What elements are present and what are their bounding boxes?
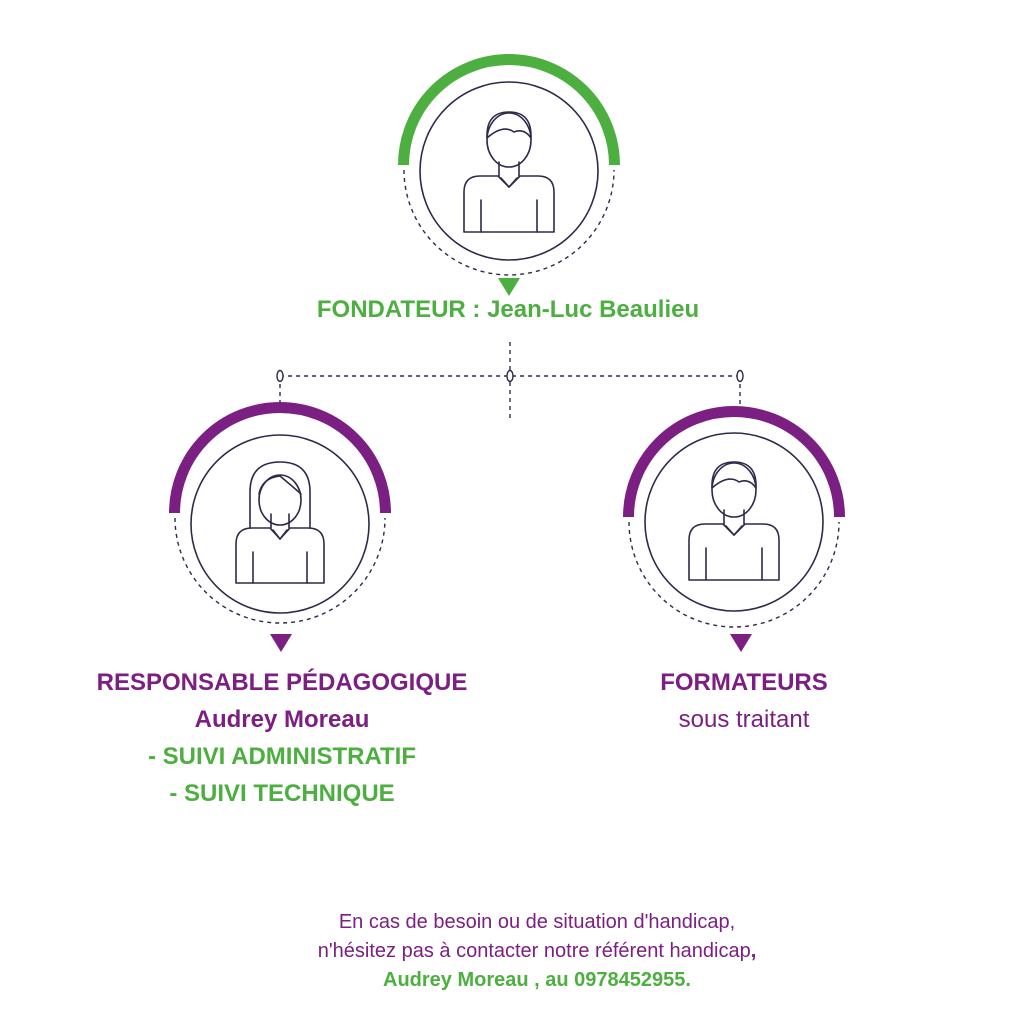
formateurs-node — [623, 406, 845, 652]
connector-lines — [279, 342, 741, 420]
responsable-node — [169, 402, 391, 652]
formateurs-avatar-circle — [644, 432, 824, 612]
founder-node — [398, 54, 620, 296]
founder-title: FONDATEUR : Jean-Luc Beaulieu — [316, 296, 700, 323]
man-avatar-icon — [688, 461, 780, 581]
responsable-avatar-circle — [190, 434, 370, 614]
footer-note: En cas de besoin ou de situation d'handi… — [318, 908, 757, 995]
founder-dashed-arc — [403, 169, 615, 276]
responsable-label-block: RESPONSABLE PÉDAGOGIQUE Audrey Moreau - … — [97, 664, 468, 812]
man-avatar-icon — [463, 111, 555, 233]
responsable-duty-administratif: - SUIVI ADMINISTRATIF — [148, 743, 416, 770]
formateurs-label-block: FORMATEURS sous traitant — [660, 664, 828, 738]
formateurs-role: FORMATEURS — [660, 669, 828, 696]
formateurs-arc — [623, 406, 845, 518]
responsable-role: RESPONSABLE PÉDAGOGIQUE — [96, 669, 468, 696]
formateurs-pointer-triangle — [730, 634, 752, 652]
connector-node-left — [276, 369, 284, 383]
formateurs-dashed-arc — [628, 521, 840, 628]
connector-nodes — [276, 369, 744, 383]
responsable-name: Audrey Moreau — [194, 706, 370, 733]
woman-avatar-icon — [235, 461, 325, 584]
footer-line-2-comma: , — [750, 940, 757, 962]
responsable-arc — [169, 402, 391, 514]
footer-contact-line: Audrey Moreau , au 0978452955. — [383, 969, 691, 991]
formateurs-subtitle: sous traitant — [678, 706, 810, 733]
responsable-dashed-arc — [174, 517, 386, 624]
founder-arc — [398, 54, 620, 166]
responsable-pointer-triangle — [270, 634, 292, 652]
founder-pointer-triangle — [498, 278, 520, 296]
footer-line-2-text: n'hésitez pas à contacter notre référent… — [317, 940, 751, 962]
connector-node-right — [736, 369, 744, 383]
footer-line-2: n'hésitez pas à contacter notre référent… — [318, 937, 757, 966]
footer-line-1: En cas de besoin ou de situation d'handi… — [338, 911, 736, 933]
founder-avatar-circle — [419, 81, 599, 261]
responsable-duty-technique: - SUIVI TECHNIQUE — [169, 780, 395, 807]
connector-node-center — [506, 369, 514, 383]
